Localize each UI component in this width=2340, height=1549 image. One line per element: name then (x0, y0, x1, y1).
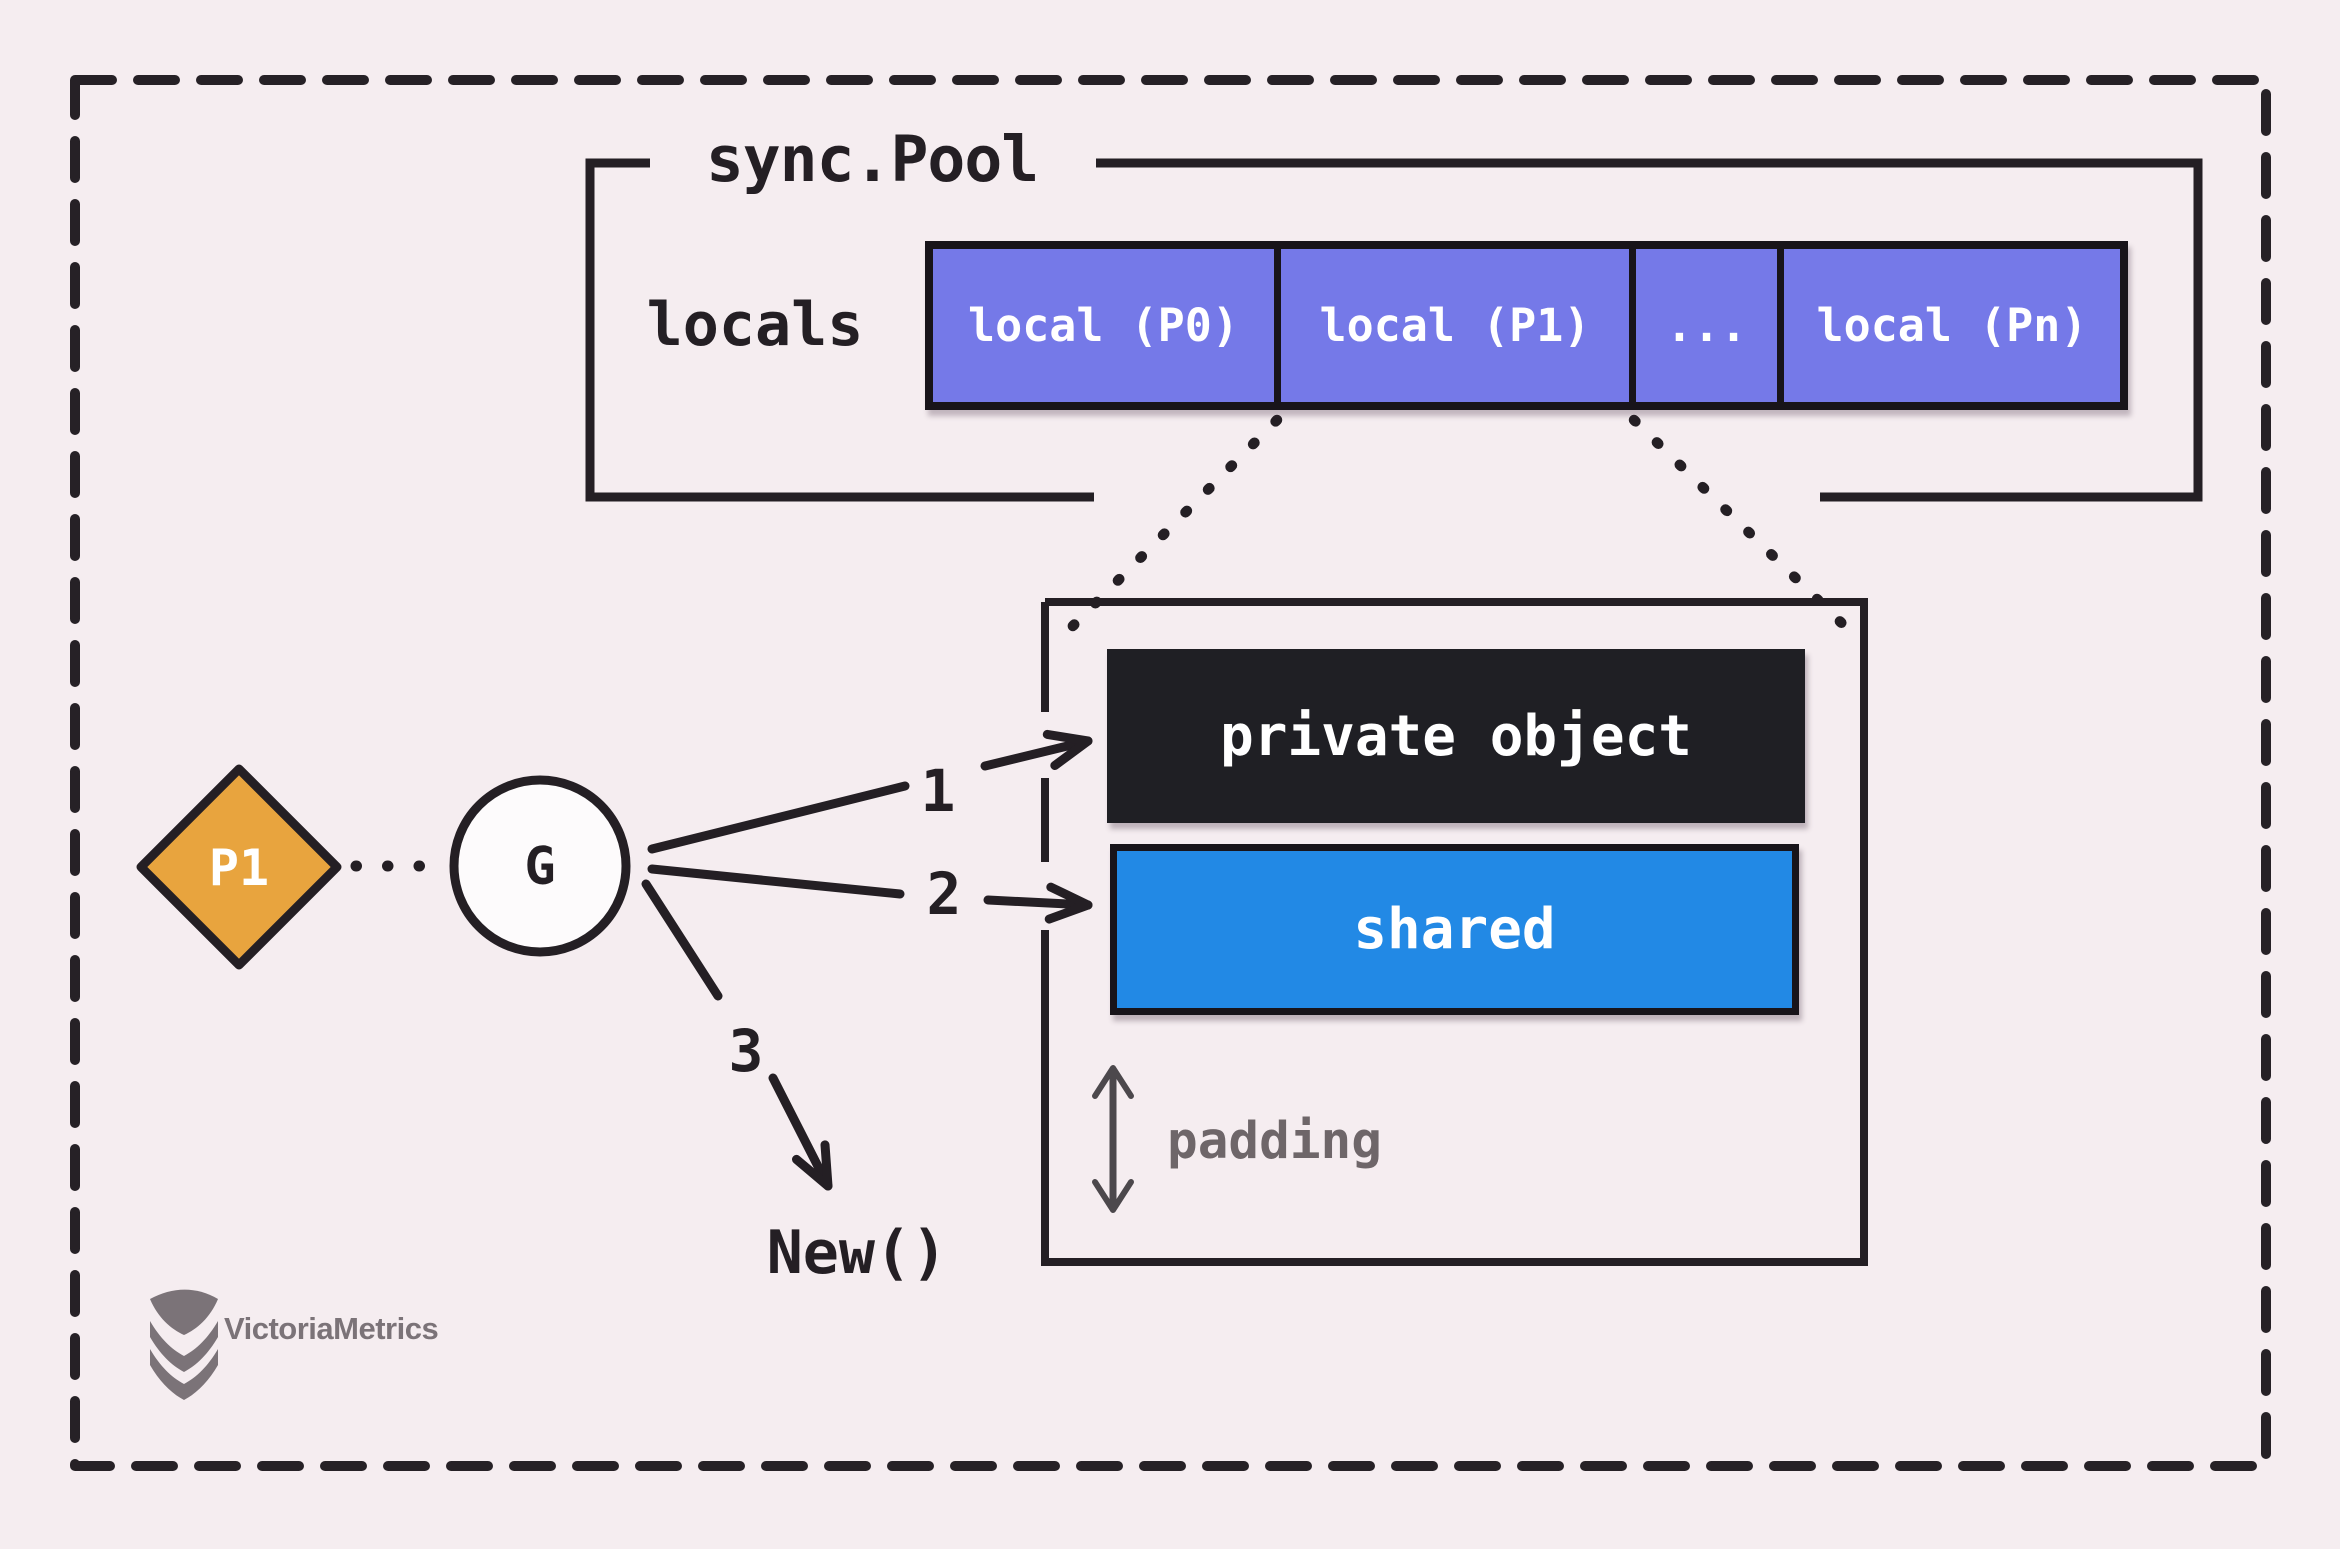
pool-bracket-right (1096, 158, 2203, 502)
processor-label: P1 (208, 839, 270, 897)
victoriametrics-logo-text: VictoriaMetrics (224, 1311, 439, 1346)
local-cell-ellipsis: ... (1629, 249, 1777, 402)
step-1-label: 1 (920, 757, 956, 825)
locals-array: local (P0) local (P1) ... local (Pn) (925, 241, 2128, 410)
local-cell-pn: local (Pn) (1777, 249, 2120, 402)
arrow-2-head-icon (983, 882, 1093, 924)
victoriametrics-logo-icon (150, 1289, 218, 1400)
step-3-label: 3 (728, 1017, 764, 1085)
arrow-1-line (647, 781, 910, 854)
locals-label: locals (646, 290, 864, 360)
zoom-connector-right (1628, 414, 1868, 649)
arrow-1-head-icon (980, 729, 1093, 771)
arrow-3-line (641, 879, 723, 1001)
shared-box: shared (1110, 844, 1799, 1015)
pool-bracket-left (585, 158, 1094, 502)
arrow-2-line (647, 864, 905, 899)
goroutine-label: G (524, 837, 556, 897)
goroutine-circle (449, 775, 631, 957)
pool-title: sync.Pool (705, 122, 1039, 196)
zoom-connector-left (1048, 414, 1283, 651)
new-function-label: New() (766, 1218, 948, 1288)
arrow-3-head-icon (768, 1073, 833, 1191)
detail-box-border (1041, 598, 1868, 1266)
step-2-label: 2 (926, 860, 962, 928)
local-cell-p0: local (P0) (933, 249, 1274, 402)
private-object-box: private object (1107, 649, 1805, 823)
outer-dashed-border (70, 75, 2271, 1471)
local-cell-p1: local (P1) (1274, 249, 1629, 402)
processor-diamond (136, 764, 342, 970)
padding-label: padding (1167, 1112, 1382, 1171)
